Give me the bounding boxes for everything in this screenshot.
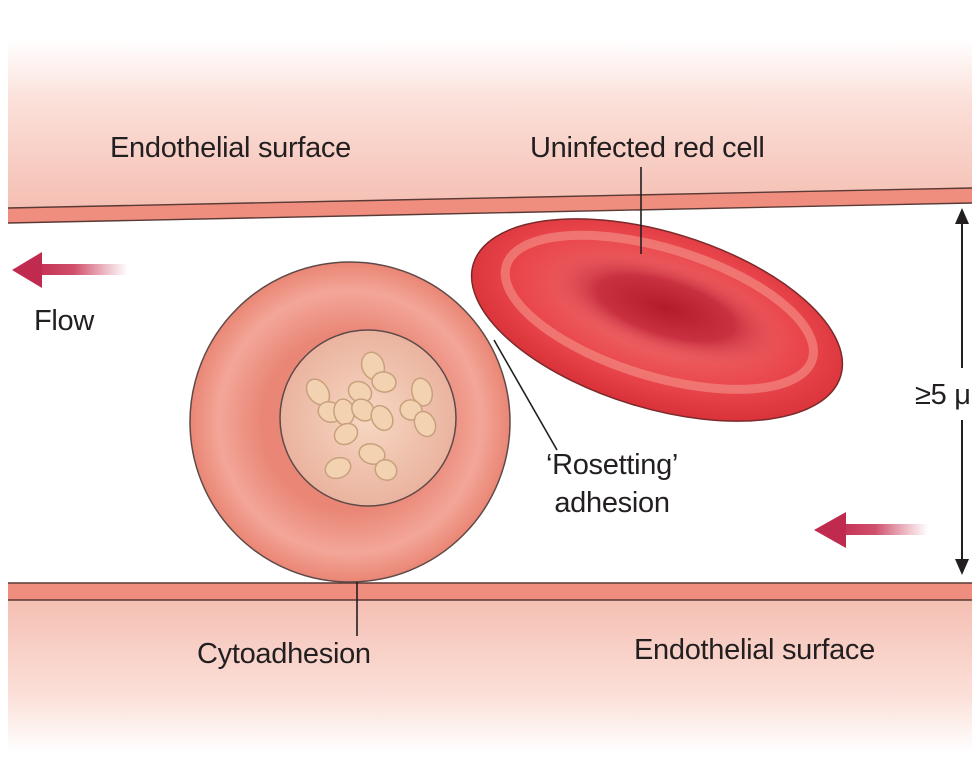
top-vessel-wall	[8, 188, 972, 223]
top-endothelium	[7, 40, 973, 224]
rosetting-adhesion-label: ‘Rosetting’ adhesion	[546, 446, 678, 522]
red-cell-dimple	[542, 248, 790, 368]
endothelial-surface-bottom-label: Endothelial surface	[634, 634, 875, 666]
bottom-endothelium	[8, 582, 972, 752]
cytoadhesion-label: Cytoadhesion	[197, 638, 371, 670]
bottom-vessel-wall	[8, 583, 972, 600]
rosetting-leader-line	[493, 339, 558, 451]
parasites	[305, 351, 437, 482]
endothelial-surface-top-label: Endothelial surface	[110, 132, 351, 164]
uninfected-red-cell	[470, 218, 844, 422]
uninfected-red-cell-label: Uninfected red cell	[530, 132, 765, 164]
flow-label: Flow	[34, 305, 95, 337]
vessel-width-label: ≥5 μ	[915, 379, 971, 411]
left-arrow-icon	[12, 252, 128, 288]
rosetting-label-line1: ‘Rosetting’	[545, 449, 679, 481]
rosetting-label-line2: adhesion	[554, 487, 670, 519]
left-arrow-icon	[814, 512, 928, 548]
infected-red-cell	[189, 261, 511, 583]
double-headed-arrow-icon	[955, 208, 969, 575]
